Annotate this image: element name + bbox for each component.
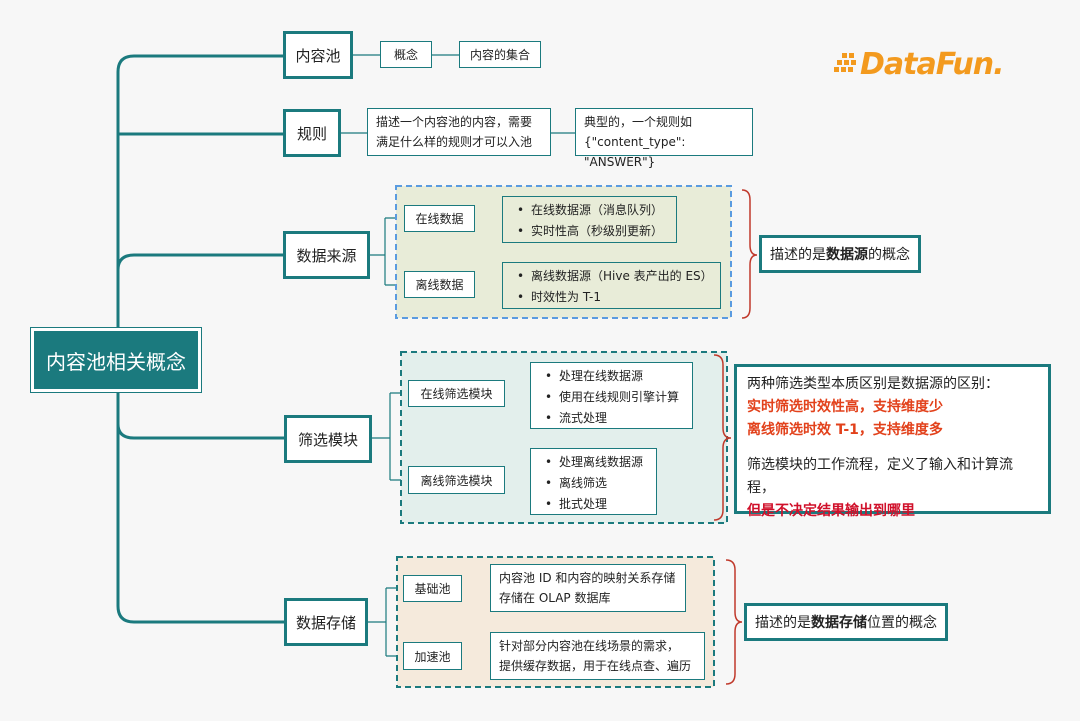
rule-desc-line2: 满足什么样的规则才可以入池 (376, 135, 533, 149)
node-pool-concept[interactable]: 概念 (380, 41, 432, 68)
node-rule[interactable]: 规则 (283, 109, 341, 157)
rule-example-line2: {"content_type": "ANSWER"} (584, 135, 686, 169)
filter-brace (713, 354, 732, 521)
node-storage[interactable]: 数据存储 (284, 598, 368, 646)
filter-note-line4: 筛选模块的工作流程，定义了输入和计算流程， (747, 457, 1013, 496)
node-pool[interactable]: 内容池 (283, 31, 353, 79)
branch-filter (116, 423, 285, 440)
datafun-logo: DataFun. (832, 42, 1022, 86)
source-offline-item-1: 离线数据源（Hive 表产出的 ES） (517, 266, 714, 287)
source-online-item-2: 实时性高（秒级别更新） (517, 221, 670, 242)
node-rule-example[interactable]: 典型的，一个规则如 {"content_type": "ANSWER"} (575, 108, 753, 169)
storage-base-line1: 内容池 ID 和内容的映射关系存储 (499, 571, 676, 585)
node-source-offline[interactable]: 离线数据 (404, 271, 475, 298)
source-offline-item-2: 时效性为 T-1 (517, 287, 714, 308)
root-node[interactable]: 内容池相关概念 (31, 328, 201, 392)
datafun-logo-mark-icon (834, 53, 856, 72)
filter-online-item-3: 流式处理 (545, 408, 686, 429)
branch-source (116, 253, 285, 271)
source-online-item-1: 在线数据源（消息队列） (517, 200, 670, 221)
filter-online-item-1: 处理在线数据源 (545, 366, 686, 387)
storage-brace (725, 559, 743, 685)
source-online-details: 在线数据源（消息队列） 实时性高（秒级别更新） (502, 196, 677, 243)
trunk-down (116, 360, 285, 624)
node-source-online[interactable]: 在线数据 (404, 205, 475, 232)
storage-accel-line1: 针对部分内容池在线场景的需求， (499, 639, 680, 653)
source-brace (741, 189, 758, 319)
filter-online-item-2: 使用在线规则引擎计算 (545, 387, 686, 408)
filter-offline-item-2: 离线筛选 (545, 473, 650, 494)
filter-online-details: 处理在线数据源 使用在线规则引擎计算 流式处理 (530, 362, 693, 429)
node-pool-def[interactable]: 内容的集合 (459, 41, 541, 68)
source-note-prefix: 描述的是 (770, 247, 826, 263)
storage-note-bold: 数据存储 (811, 615, 867, 631)
node-filter[interactable]: 筛选模块 (284, 415, 372, 463)
storage-base-details: 内容池 ID 和内容的映射关系存储 存储在 OLAP 数据库 (490, 564, 686, 612)
node-rule-desc[interactable]: 描述一个内容池的内容，需要 满足什么样的规则才可以入池 (367, 108, 551, 156)
node-filter-offline[interactable]: 离线筛选模块 (408, 466, 505, 494)
trunk-line (116, 54, 285, 362)
source-note: 描述的是数据源的概念 (759, 235, 921, 273)
rule-desc-line1: 描述一个内容池的内容，需要 (376, 115, 533, 129)
datafun-logo-text: DataFun. (860, 46, 1004, 82)
source-note-bold: 数据源 (826, 247, 868, 263)
storage-accel-details: 针对部分内容池在线场景的需求， 提供缓存数据，用于在线点查、遍历 (490, 632, 705, 680)
storage-note-prefix: 描述的是 (755, 615, 811, 631)
node-storage-base[interactable]: 基础池 (403, 575, 462, 602)
filter-note-line3: 离线筛选时效 T-1，支持维度多 (747, 422, 943, 438)
storage-base-line2: 存储在 OLAP 数据库 (499, 591, 611, 605)
storage-note: 描述的是数据存储位置的概念 (744, 603, 948, 641)
filter-offline-item-3: 批式处理 (545, 494, 650, 515)
node-filter-online[interactable]: 在线筛选模块 (408, 380, 505, 407)
rule-example-line1: 典型的，一个规则如 (584, 115, 693, 129)
node-storage-accel[interactable]: 加速池 (403, 642, 462, 670)
storage-note-suffix: 位置的概念 (867, 615, 937, 631)
filter-note-line5: 但是不决定结果输出到哪里 (747, 503, 915, 519)
source-offline-details: 离线数据源（Hive 表产出的 ES） 时效性为 T-1 (502, 262, 721, 309)
filter-offline-item-1: 处理离线数据源 (545, 452, 650, 473)
filter-offline-details: 处理离线数据源 离线筛选 批式处理 (530, 448, 657, 515)
storage-accel-line2: 提供缓存数据，用于在线点查、遍历 (499, 659, 692, 673)
filter-note: 两种筛选类型本质区别是数据源的区别： 实时筛选时效性高，支持维度少 离线筛选时效… (734, 364, 1051, 519)
source-note-suffix: 的概念 (868, 247, 910, 263)
filter-note-line1: 两种筛选类型本质区别是数据源的区别： (747, 376, 999, 392)
node-source[interactable]: 数据来源 (283, 231, 370, 279)
filter-note-line2: 实时筛选时效性高，支持维度少 (747, 399, 943, 415)
